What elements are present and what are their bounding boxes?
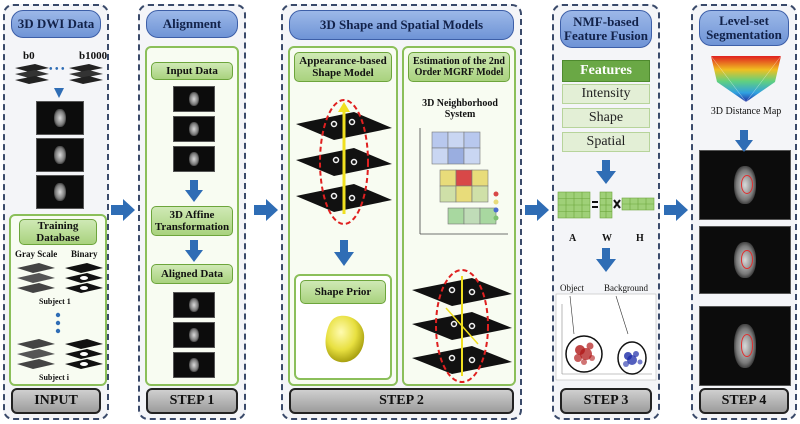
step4-panel-title: Level-set Segmentation [699, 10, 789, 46]
down-arrow-icon [185, 240, 203, 262]
down-arrow-icon [54, 88, 64, 98]
down-arrow-icon [596, 160, 616, 184]
shape-model-illustration [296, 99, 392, 225]
shape-model-label: Appearance-based Shape Model [294, 52, 392, 82]
neighborhood-cube-illustration [419, 128, 508, 235]
alignment-box: Input Data 3D Affine Transformation Alig… [145, 46, 239, 386]
dots-label: • • • [49, 64, 65, 75]
input-mri-slice [36, 101, 84, 135]
step2-footer: STEP 2 [289, 388, 514, 414]
input-mri-slice [36, 138, 84, 172]
aligned-data-label: Aligned Data [151, 264, 233, 284]
step1-mri-slice [173, 146, 215, 172]
feature-spatial: Spatial [562, 132, 650, 152]
down-arrow-icon [334, 240, 354, 266]
step4-panel: Level-set Segmentation 3D Distance Map S… [691, 4, 797, 420]
step1-mri-slice [173, 116, 215, 142]
step3-panel-title: NMF-based Feature Fusion [560, 10, 652, 48]
matrix-h-label: H [636, 233, 644, 244]
feature-intensity: Intensity [562, 84, 650, 104]
matrix-a-label: A [569, 233, 577, 244]
binary-label: Binary [71, 249, 98, 259]
training-database-title: Training Database [19, 219, 97, 245]
matrix-w-label: W [602, 233, 612, 244]
input-data-label: Input Data [151, 62, 233, 80]
step4-segmented-slice [699, 226, 791, 294]
subject-1-label: Subject 1 [39, 297, 71, 306]
step1-mri-slice [173, 86, 215, 112]
b0-label: b0 [23, 50, 35, 62]
feature-shape: Shape [562, 108, 650, 128]
subject-1-stack-icon [17, 263, 103, 293]
b1000-label: b1000 [79, 50, 108, 62]
distance-map-label: 3D Distance Map [710, 106, 782, 117]
flow-arrow-icon [111, 199, 135, 221]
object-label: Object [560, 283, 584, 293]
step1-aligned-slice [173, 322, 215, 348]
training-database-box: Training Database Gray Scale Binary Subj… [9, 214, 107, 386]
step2-panel: 3D Shape and Spatial Models Appearance-b… [281, 4, 522, 420]
down-arrow-icon [185, 180, 203, 202]
down-arrow-icon [596, 248, 616, 272]
feature-scatter-plot [555, 293, 657, 381]
step1-aligned-slice [173, 352, 215, 378]
subject-i-label: Subject i [39, 373, 69, 382]
shape-prior-blob-icon [325, 315, 365, 363]
step4-segmented-slice [699, 306, 791, 386]
nmf-matrix-illustration [557, 191, 655, 219]
distance-map-surface-icon [710, 55, 782, 103]
flow-arrow-icon [254, 199, 278, 221]
step4-footer: STEP 4 [699, 388, 789, 414]
step1-panel: Alignment Input Data 3D Affine Transform… [138, 4, 246, 420]
shape-model-box: Appearance-based Shape Model Shape Prior [288, 46, 398, 386]
input-mri-slice [36, 175, 84, 209]
vertical-dots-icon [55, 312, 61, 334]
step1-aligned-slice [173, 292, 215, 318]
mgrf-model-box: Estimation of the 2nd Order MGRF Model 3… [402, 46, 516, 386]
flow-arrow-icon [664, 199, 688, 221]
subject-i-stack-icon [17, 339, 103, 369]
down-arrow-icon [735, 130, 753, 152]
input-panel: 3D DWI Data b0 b1000 • • • Training Data… [3, 4, 109, 420]
dwi-stack-icon [15, 64, 103, 84]
neighborhood-label: 3D Neighborhood System [422, 98, 498, 120]
step3-footer: STEP 3 [560, 388, 652, 414]
input-footer: INPUT [11, 388, 101, 414]
step2-panel-title: 3D Shape and Spatial Models [289, 10, 514, 40]
mgrf-model-label: Estimation of the 2nd Order MGRF Model [408, 52, 510, 82]
mgrf-slices-illustration [412, 269, 512, 383]
input-panel-title: 3D DWI Data [11, 10, 101, 38]
step1-footer: STEP 1 [146, 388, 238, 414]
shape-prior-label: Shape Prior [300, 280, 386, 304]
gray-scale-label: Gray Scale [15, 249, 58, 259]
shape-prior-box: Shape Prior [294, 274, 392, 380]
flow-arrow-icon [525, 199, 549, 221]
affine-transformation-label: 3D Affine Transformation [151, 206, 233, 236]
features-header: Features [562, 60, 650, 82]
step1-panel-title: Alignment [146, 10, 238, 38]
step4-segmented-slice [699, 150, 791, 220]
background-label: Background [604, 283, 648, 293]
